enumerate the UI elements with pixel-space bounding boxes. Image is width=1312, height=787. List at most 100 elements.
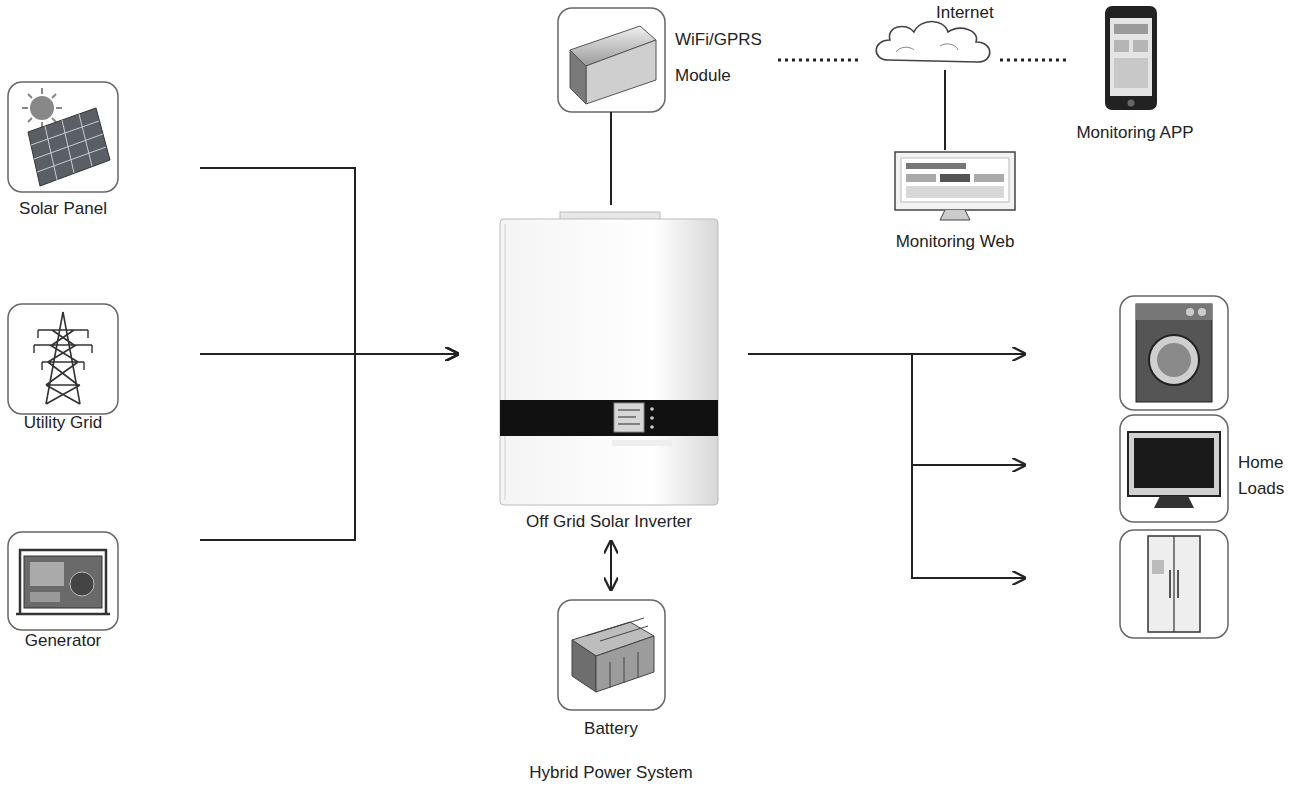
generator-icon-part <box>30 592 60 602</box>
module-node: WiFi/GPRS Module <box>558 8 778 112</box>
phone-icon-part <box>1114 40 1129 52</box>
wifi-module-icon-part <box>570 50 586 104</box>
wifi-module-icon-part <box>558 8 665 112</box>
source-node: Solar Panel <box>8 82 200 222</box>
power-line <box>944 70 946 150</box>
phone-icon-part <box>1114 24 1148 34</box>
generator-icon <box>8 532 118 630</box>
phone-icon-part <box>1105 6 1157 110</box>
tv-icon-part <box>1134 438 1214 488</box>
node-label: Home Loads <box>1238 450 1300 502</box>
solar-panel-icon <box>8 82 118 192</box>
fridge-icon-part <box>1152 560 1164 574</box>
node-label: Internet <box>936 2 1000 24</box>
pylon-icon-part <box>8 304 118 414</box>
pylon-icon-part <box>34 330 92 370</box>
wifi-module-icon-part <box>586 40 656 104</box>
power-line <box>610 112 612 205</box>
fridge-icon-part <box>1173 536 1174 632</box>
cloud-icon <box>876 22 990 63</box>
generator-icon-part <box>30 562 64 586</box>
power-line <box>200 354 458 540</box>
inverter-icon-part <box>618 410 640 424</box>
load-branch-wire-part <box>912 353 1025 355</box>
monitor-icon-part <box>940 174 970 182</box>
load-node: Home Loads <box>1025 296 1312 638</box>
pylon-icon <box>8 304 118 414</box>
generator-icon-part <box>70 572 94 596</box>
washing-machine-icon-part <box>1157 343 1191 377</box>
tv-icon <box>1120 415 1228 522</box>
load-branch-wire-part <box>912 465 1025 578</box>
web-node: Monitoring Web <box>880 150 1030 255</box>
battery-icon-part <box>572 640 596 692</box>
node-label: Generator <box>8 630 118 652</box>
washing-machine-icon-part <box>1136 304 1212 402</box>
solar-panel-icon-part <box>31 114 106 180</box>
inverter-icon-part <box>500 400 718 436</box>
tv-icon-part <box>1120 415 1228 522</box>
phone-icon-part <box>1133 40 1148 52</box>
inverter-icon-part <box>650 425 654 429</box>
solar-panel-icon-part <box>8 82 118 192</box>
monitor-icon-part <box>940 210 970 220</box>
monitor-icon-part <box>906 186 1004 198</box>
washing-machine-icon-part <box>1186 308 1194 316</box>
phone-icon-part <box>1110 18 1152 96</box>
inverter-node: Off Grid Solar Inverter <box>458 205 748 535</box>
monitor-icon-part <box>974 174 1004 182</box>
fridge-icon-part <box>1120 530 1228 638</box>
battery-icon-part <box>558 600 665 710</box>
battery-node: Battery <box>555 588 667 742</box>
inverter-icon <box>500 212 718 505</box>
inverter-icon-part <box>614 403 644 432</box>
cloud-icon-part <box>896 44 958 52</box>
source-node: Generator <box>8 532 200 652</box>
power-line <box>200 168 458 354</box>
monitor-icon <box>895 152 1015 220</box>
caption: Hybrid Power System <box>461 762 761 784</box>
fridge-icon-part <box>1148 536 1200 632</box>
wireless-link <box>1000 59 1070 62</box>
cloud-node: Internet <box>858 0 1000 70</box>
node-label: Battery <box>555 718 667 740</box>
tv-icon-part <box>1154 496 1194 508</box>
node-label: Monitoring APP <box>1070 122 1200 144</box>
power-line <box>748 354 1025 465</box>
washing-machine-icon-part <box>1149 335 1199 385</box>
node-label: WiFi/GPRS Module <box>675 22 767 94</box>
monitor-icon-part <box>906 163 966 169</box>
inverter-icon-part <box>504 224 506 500</box>
node-label: Off Grid Solar Inverter <box>500 511 718 533</box>
cloud-icon-part <box>876 22 990 63</box>
tv-icon-part <box>1128 432 1220 496</box>
washing-machine-icon <box>1120 296 1228 410</box>
generator-icon-part <box>24 556 102 608</box>
battery-icon <box>558 600 665 710</box>
app-node: Monitoring APP <box>1070 3 1200 145</box>
monitor-icon-part <box>906 174 936 182</box>
phone-icon <box>1105 6 1157 110</box>
inverter-icon-part <box>612 440 672 446</box>
solar-panel-icon-part <box>30 96 54 120</box>
generator-icon-part <box>8 532 118 630</box>
battery-icon-part <box>596 636 654 692</box>
node-label: Solar Panel <box>8 198 118 220</box>
generator-icon-part <box>16 550 110 614</box>
power-line <box>610 541 612 590</box>
monitor-icon-part <box>895 152 1015 210</box>
phone-icon-part <box>1114 58 1148 88</box>
node-label: Monitoring Web <box>880 231 1030 253</box>
washing-machine-icon-part <box>1136 304 1212 320</box>
monitor-icon-part <box>901 158 1009 202</box>
phone-icon-part <box>1128 100 1135 107</box>
solar-panel-icon-part <box>28 108 110 186</box>
inverter-icon-part <box>650 407 654 411</box>
wireless-link <box>778 59 858 62</box>
battery-icon-part <box>586 618 648 688</box>
pylon-icon-part <box>34 312 92 404</box>
washing-machine-icon-part <box>1120 296 1228 410</box>
